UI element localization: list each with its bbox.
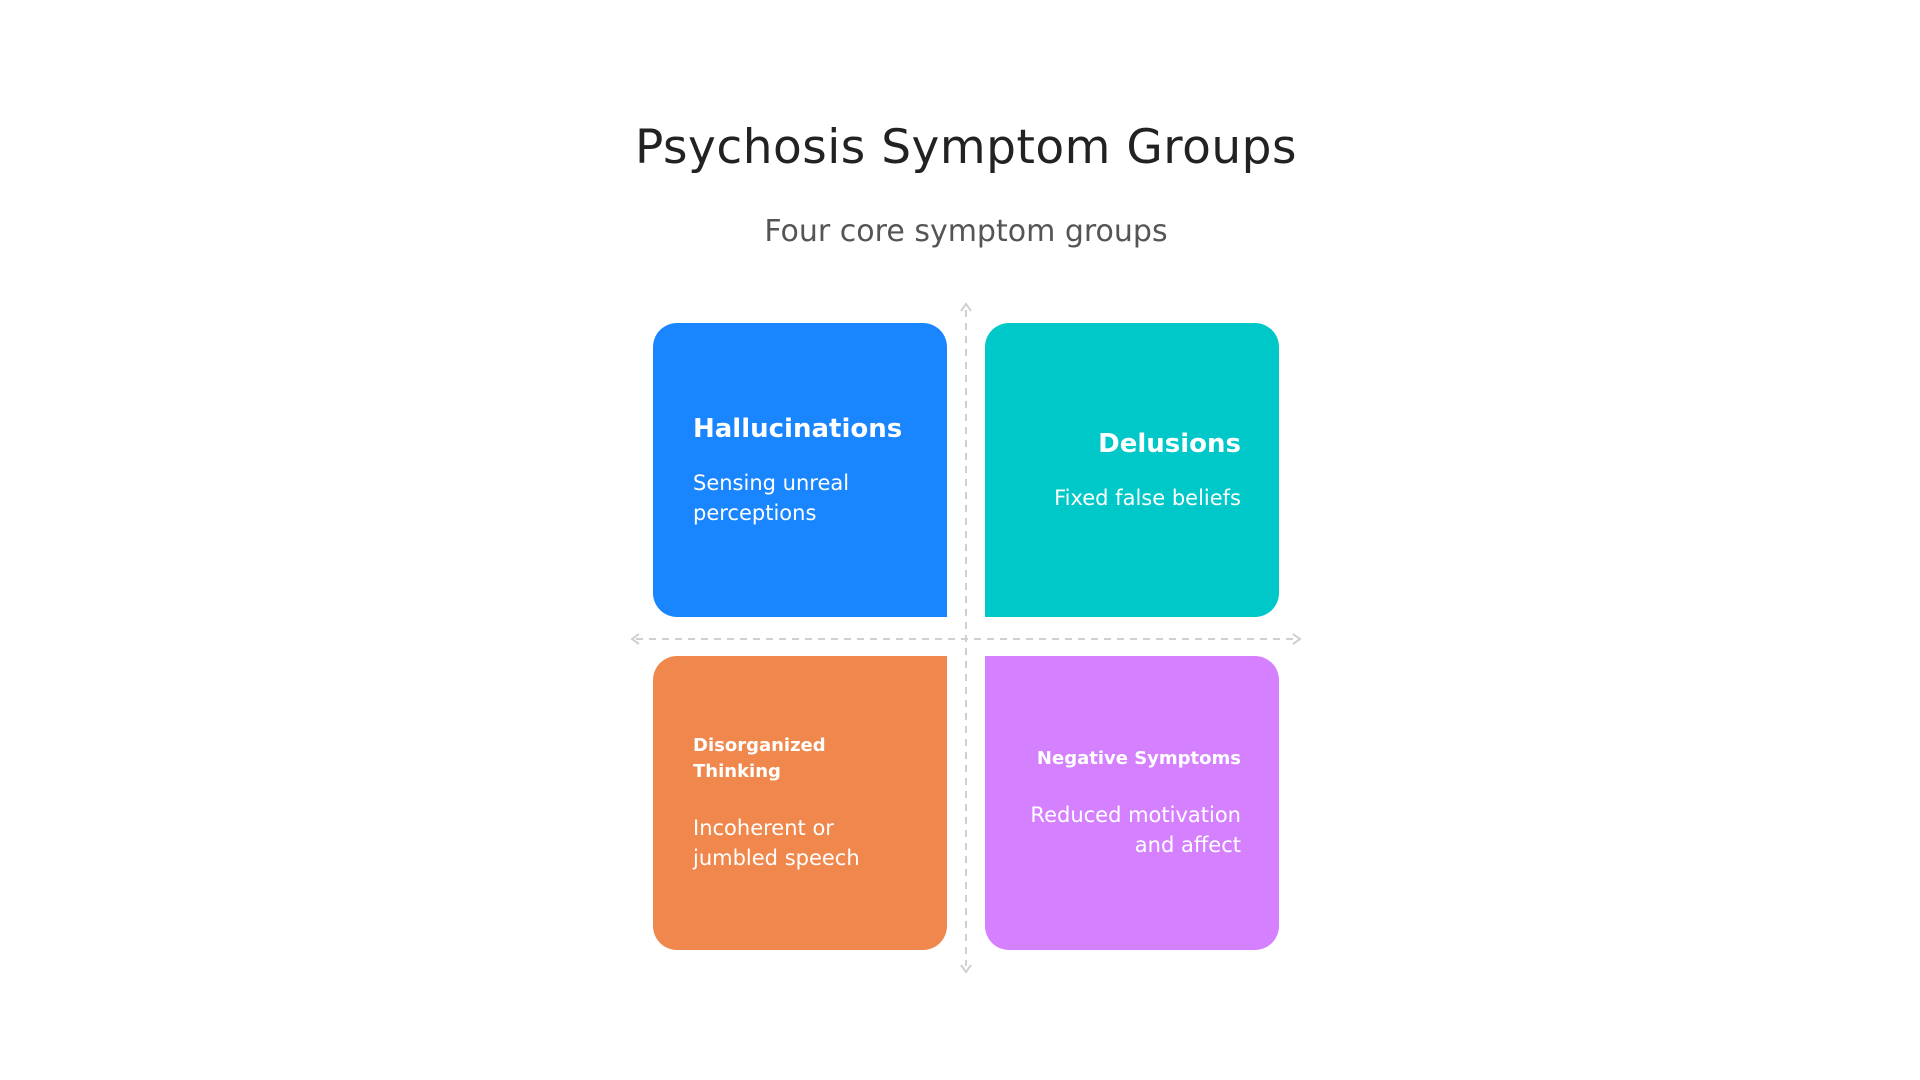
quadrant-heading: Delusions	[1098, 429, 1241, 459]
quadrant-description: Reduced motivation and affect	[1030, 803, 1241, 857]
quadrant-description: Sensing unreal perceptions	[693, 471, 850, 525]
quadrant-description: Fixed false beliefs	[1054, 486, 1241, 510]
quadrant-card-negative-symptoms: Negative Symptoms Reduced motivation and…	[985, 656, 1279, 950]
axis-arrow-down	[960, 964, 972, 974]
page-title: Psychosis Symptom Groups	[635, 120, 1297, 175]
page-subtitle: Four core symptom groups	[764, 214, 1168, 249]
quadrant-heading: Negative Symptoms	[1036, 748, 1241, 769]
axis-arrow-up	[960, 302, 972, 312]
quadrant-card-hallucinations: Hallucinations Sensing unreal perception…	[653, 323, 947, 617]
axis-arrow-right	[1292, 633, 1302, 645]
axis-arrow-left	[630, 633, 640, 645]
quadrant-card-delusions: Delusions Fixed false beliefs	[985, 323, 1279, 617]
quadrant-card-disorganized-thinking: Disorganized Thinking Incoherent or jumb…	[653, 656, 947, 950]
quadrant-heading: Disorganized Thinking	[693, 735, 826, 782]
quadrant-description: Incoherent or jumbled speech	[693, 816, 860, 870]
quadrant-heading: Hallucinations	[693, 414, 903, 444]
